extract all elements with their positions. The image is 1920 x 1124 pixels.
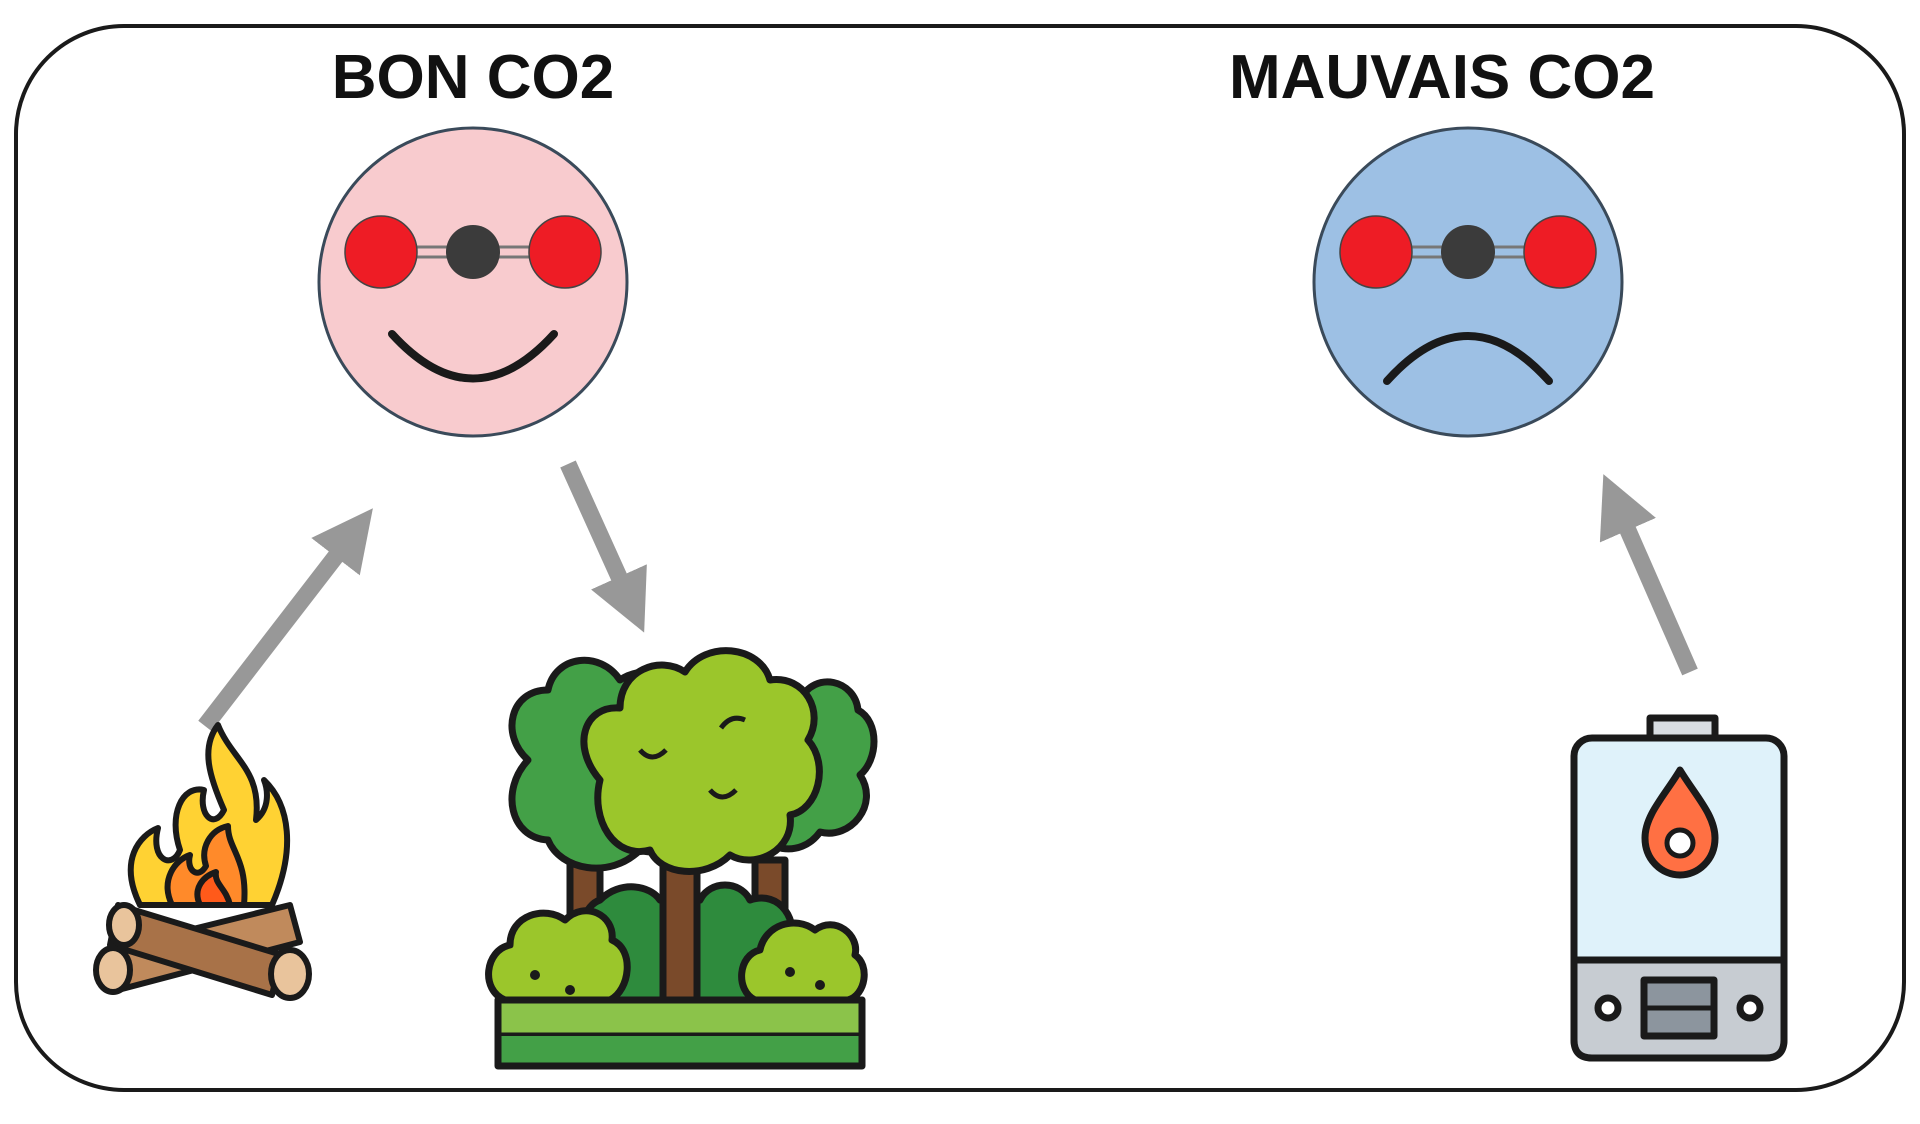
oxygen-atom-left xyxy=(344,215,418,289)
bad-face-circle xyxy=(1312,126,1624,438)
good-to-trees-arrow xyxy=(560,460,647,633)
fire-icon xyxy=(93,722,312,1001)
oxygen-atom-left xyxy=(1339,215,1413,289)
good-co2-face xyxy=(317,126,629,438)
smile-mouth xyxy=(388,330,558,383)
good-face-circle xyxy=(317,126,629,438)
carbon-atom xyxy=(1441,225,1495,279)
oxygen-atom-right xyxy=(1523,215,1597,289)
bad-co2-molecule-icon xyxy=(1339,215,1597,289)
carbon-atom xyxy=(446,225,500,279)
frown-mouth xyxy=(1383,332,1553,385)
log-2 xyxy=(106,902,312,1001)
good-co2-molecule-icon xyxy=(344,215,602,289)
good-co2-title: BON CO2 xyxy=(331,43,615,112)
boiler-icon xyxy=(1570,714,1788,1062)
boiler-to-bad-arrow xyxy=(1599,474,1698,676)
trees-icon xyxy=(485,647,878,1070)
bad-co2-title: MAUVAIS CO2 xyxy=(1228,43,1655,112)
diagram-frame xyxy=(14,24,1906,1092)
fire-to-good-arrow xyxy=(198,508,373,732)
bad-co2-face xyxy=(1312,126,1624,438)
oxygen-atom-right xyxy=(528,215,602,289)
